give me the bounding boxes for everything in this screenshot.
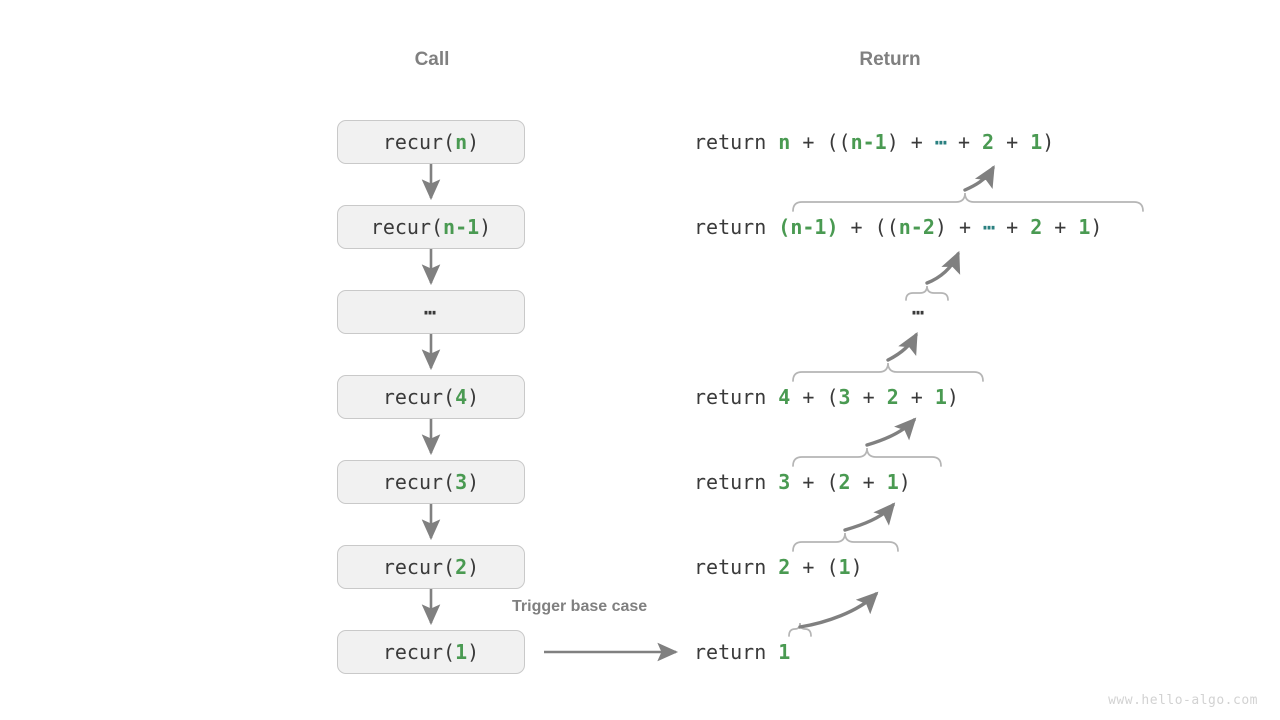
column-header-call: Call	[414, 49, 450, 70]
brace-4	[792, 362, 984, 382]
call-box-1[interactable]: recur(1)	[337, 630, 525, 674]
call-box-label: ⋯	[423, 300, 439, 324]
call-box-n-1[interactable]: recur(n-1)	[337, 205, 525, 249]
brace-3	[792, 447, 942, 467]
return-line-4: return 4 + (3 + 2 + 1)	[694, 382, 959, 412]
call-box-4[interactable]: recur(4)	[337, 375, 525, 419]
flow-arrow-2	[843, 502, 896, 532]
call-box-label: recur(3)	[382, 470, 480, 494]
call-box-2[interactable]: recur(2)	[337, 545, 525, 589]
brace-n-1	[792, 192, 1144, 212]
return-line-3: return 3 + (2 + 1)	[694, 467, 911, 497]
brace-1	[788, 622, 812, 637]
return-keyword: return	[694, 130, 779, 154]
return-keyword: return	[694, 555, 779, 579]
return-line-n: return n + ((n-1) + ⋯ + 2 + 1)	[694, 127, 1054, 157]
brace-2	[792, 532, 899, 552]
flow-arrow-ellipsis	[925, 250, 961, 285]
call-box-label: recur(n)	[382, 130, 480, 154]
call-box-3[interactable]: recur(3)	[337, 460, 525, 504]
call-box-label: recur(4)	[382, 385, 480, 409]
brace-ellipsis	[905, 285, 949, 301]
return-expression: 1	[778, 640, 791, 664]
return-keyword: return	[694, 640, 779, 664]
return-expression: n + ((n-1) + ⋯ + 2 + 1)	[778, 130, 1055, 154]
call-box-ellipsis[interactable]: ⋯	[337, 290, 525, 334]
return-keyword: return	[694, 385, 779, 409]
return-line-n-1: return (n-1) + ((n-2) + ⋯ + 2 + 1)	[694, 212, 1102, 242]
watermark: www.hello-algo.com	[1108, 693, 1258, 708]
column-header-return: Return	[859, 49, 921, 70]
flow-arrow-1	[798, 591, 879, 629]
return-line-ellipsis: ⋯	[912, 300, 927, 324]
return-expression: 2 + (1)	[778, 555, 863, 579]
trigger-base-case-label: Trigger base case	[512, 598, 648, 615]
return-expression: 3 + (2 + 1)	[778, 470, 911, 494]
call-box-label: recur(n-1)	[370, 215, 492, 239]
call-box-n[interactable]: recur(n)	[337, 120, 525, 164]
return-keyword: return	[694, 470, 779, 494]
flow-arrow-4	[886, 332, 918, 362]
return-line-2: return 2 + (1)	[694, 552, 863, 582]
return-expression: 4 + (3 + 2 + 1)	[778, 385, 959, 409]
call-box-label: recur(1)	[382, 640, 480, 664]
flow-arrow-n-1	[963, 165, 995, 192]
return-expression: (n-1) + ((n-2) + ⋯ + 2 + 1)	[778, 215, 1103, 239]
call-box-label: recur(2)	[382, 555, 480, 579]
return-keyword: return	[694, 215, 779, 239]
return-line-1: return 1	[694, 637, 790, 667]
flow-arrow-3	[865, 417, 917, 447]
